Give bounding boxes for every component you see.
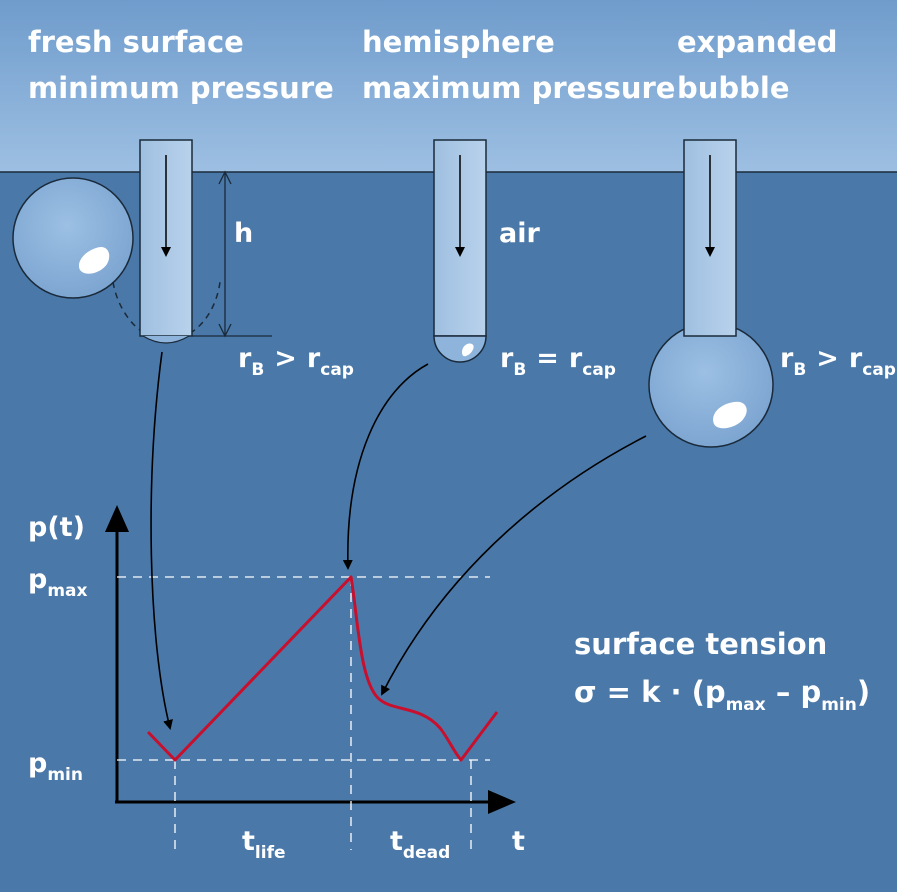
arrow-expanded-bubble-to-dead-time bbox=[381, 435, 647, 696]
pmin-label: pmin bbox=[28, 748, 83, 785]
stage3-title-line2: bubble bbox=[677, 71, 790, 105]
depth-label: h bbox=[234, 218, 253, 249]
tlife-label: tlife bbox=[242, 826, 286, 863]
pmax-label: pmax bbox=[28, 564, 88, 601]
stage1-title-line1: fresh surface bbox=[28, 25, 244, 59]
depth-arrowhead-top-icon bbox=[218, 170, 232, 185]
stage2-title-line2: maximum pressure bbox=[362, 71, 675, 105]
detached-bubble bbox=[12, 177, 134, 299]
stage3-radius-relation: rB>rcap bbox=[780, 343, 896, 380]
pressure-curve bbox=[146, 575, 499, 762]
stage2-title-line1: hemisphere bbox=[362, 25, 555, 59]
tdead-label: tdead bbox=[390, 826, 450, 863]
arrow-fresh-surface-to-pmin bbox=[150, 351, 173, 730]
expanded-bubble-highlight-icon bbox=[713, 401, 747, 429]
y-axis-label: p(t) bbox=[28, 512, 85, 543]
fresh-surface-meniscus bbox=[142, 335, 190, 344]
stage2-radius-relation: rB=rcap bbox=[500, 343, 616, 380]
y-axis-arrowhead-icon bbox=[105, 505, 129, 532]
formula-title: surface tension bbox=[574, 627, 827, 661]
bubble-highlight-icon bbox=[78, 246, 110, 274]
stage1-radius-relation: rB>rcap bbox=[238, 343, 354, 380]
hemisphere-bubble bbox=[433, 335, 487, 363]
arrow-hemisphere-to-pmax bbox=[342, 363, 429, 570]
guide-lines bbox=[117, 576, 490, 850]
surface-tension-formula: σ = k · (pmax – pmin) bbox=[574, 675, 870, 715]
x-axis-arrowhead-icon bbox=[488, 790, 516, 814]
hemisphere-highlight-icon bbox=[462, 343, 474, 357]
stage3-title-line1: expanded bbox=[677, 25, 838, 59]
dashed-previous-bubble bbox=[112, 281, 221, 341]
stage1-title-line2: minimum pressure bbox=[28, 71, 334, 105]
x-axis-label: t bbox=[512, 826, 525, 857]
air-label: air bbox=[499, 218, 540, 249]
expanded-bubble bbox=[648, 322, 774, 448]
